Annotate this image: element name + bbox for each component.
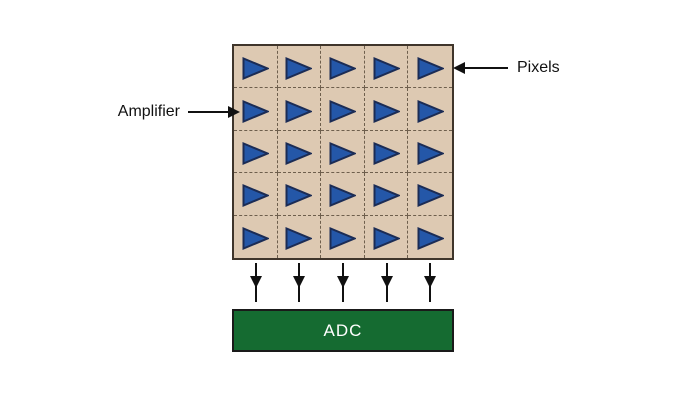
arrow-head-down-icon bbox=[249, 276, 262, 288]
pixel-cell bbox=[321, 173, 365, 216]
arrow-right-icon bbox=[228, 106, 240, 118]
amplifier-triangle-icon bbox=[242, 141, 269, 165]
amplifier-triangle-icon bbox=[417, 141, 444, 165]
pixel-cell bbox=[364, 46, 409, 89]
pixel-cell bbox=[408, 46, 452, 89]
amplifier-triangle-icon bbox=[329, 227, 356, 251]
column-arrow-down-icon bbox=[423, 263, 437, 302]
amplifier-triangle-icon bbox=[417, 57, 444, 81]
pixel-cell bbox=[277, 46, 322, 89]
pixel-cell bbox=[234, 173, 278, 216]
pixel-cell bbox=[321, 130, 365, 174]
column-arrow-down-icon bbox=[336, 263, 350, 302]
amplifier-triangle-icon bbox=[417, 99, 444, 123]
pixel-cell bbox=[364, 88, 409, 131]
adc-block: ADC bbox=[232, 309, 454, 352]
amplifier-triangle-icon bbox=[242, 57, 269, 81]
amplifier-leader-line bbox=[188, 111, 228, 113]
pixel-cell bbox=[408, 173, 452, 216]
pixel-cell bbox=[408, 216, 452, 258]
arrow-head-down-icon bbox=[293, 276, 306, 288]
amplifier-triangle-icon bbox=[329, 184, 356, 208]
amplifier-triangle-icon bbox=[285, 184, 313, 208]
amplifier-triangle-icon bbox=[373, 227, 400, 251]
amplifier-triangle-icon bbox=[242, 99, 269, 123]
amplifier-triangle-icon bbox=[373, 57, 400, 81]
pixel-cell bbox=[234, 130, 278, 174]
pixel-cell bbox=[277, 173, 322, 216]
pixels-label: Pixels bbox=[517, 59, 560, 76]
amplifier-triangle-icon bbox=[417, 184, 444, 208]
pixel-cell bbox=[365, 215, 409, 258]
pixel-cell bbox=[408, 88, 452, 131]
amplifier-triangle-icon bbox=[285, 141, 313, 165]
pixel-array bbox=[232, 44, 454, 260]
arrow-head-down-icon bbox=[424, 276, 437, 288]
pixel-cell bbox=[364, 173, 409, 216]
amplifier-triangle-icon bbox=[373, 184, 400, 208]
arrow-head-down-icon bbox=[337, 276, 349, 288]
amplifier-triangle-icon bbox=[373, 99, 400, 123]
amplifier-triangle-icon bbox=[285, 99, 313, 123]
pixels-leader-line bbox=[465, 67, 508, 69]
amplifier-label: Amplifier bbox=[117, 103, 180, 120]
pixel-cell bbox=[321, 215, 365, 258]
pixel-cell bbox=[278, 215, 322, 258]
pixel-cell bbox=[277, 88, 322, 131]
pixel-cell bbox=[234, 46, 278, 89]
amplifier-triangle-icon bbox=[285, 227, 313, 251]
amplifier-triangle-icon bbox=[329, 141, 356, 165]
pixels-callout: Pixels bbox=[453, 59, 560, 77]
column-arrow-down-icon bbox=[380, 263, 394, 302]
amplifier-triangle-icon bbox=[242, 184, 269, 208]
pixel-cell bbox=[234, 215, 278, 258]
column-arrow-down-icon bbox=[249, 263, 263, 302]
amplifier-callout: Amplifier bbox=[118, 103, 240, 121]
amplifier-triangle-icon bbox=[242, 227, 269, 251]
amplifier-triangle-icon bbox=[285, 57, 313, 81]
adc-label: ADC bbox=[323, 320, 363, 340]
pixel-cell bbox=[321, 46, 365, 89]
amplifier-triangle-icon bbox=[329, 99, 356, 123]
pixel-cell bbox=[321, 88, 365, 131]
pixel-cell bbox=[364, 130, 409, 174]
amplifier-triangle-icon bbox=[373, 141, 400, 165]
arrow-head-down-icon bbox=[380, 276, 393, 288]
pixel-cell bbox=[234, 88, 278, 131]
arrow-left-icon bbox=[453, 62, 465, 74]
pixel-cell bbox=[408, 131, 452, 174]
amplifier-triangle-icon bbox=[417, 227, 444, 251]
pixel-cell bbox=[277, 130, 322, 174]
amplifier-triangle-icon bbox=[329, 57, 356, 81]
column-arrow-down-icon bbox=[292, 263, 306, 302]
